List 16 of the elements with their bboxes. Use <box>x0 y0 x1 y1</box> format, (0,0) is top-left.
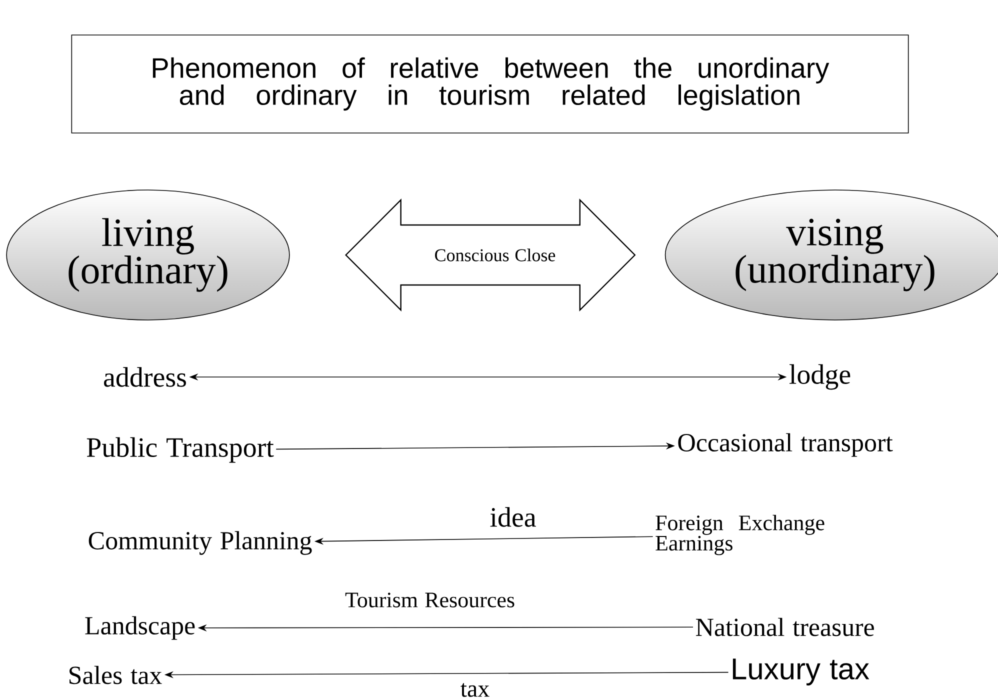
node-label: Community Planning <box>88 531 312 555</box>
edge-label: tax <box>459 682 491 698</box>
title-box: Phenomenon of relative between the unordinary and ordinary in tourism related legislation <box>71 34 909 134</box>
node-label: Sales tax <box>70 666 162 684</box>
node-label: Foreign Exchange Earnings <box>656 514 824 556</box>
node-label: lodge <box>789 364 850 390</box>
node-label: Luxury tax <box>732 658 870 686</box>
node-label: Occasional transport <box>678 433 893 457</box>
node-label: Landscape <box>85 616 195 640</box>
node-label: National treasure <box>696 618 874 636</box>
edge-label: Tourism Resources <box>344 592 516 608</box>
edge-label: Conscious Close <box>433 248 557 262</box>
edge-label: idea <box>488 506 538 528</box>
ellipse-node: living (ordinary) <box>6 190 290 320</box>
node-label: Public Transport <box>86 437 274 463</box>
node-label: address <box>104 367 186 387</box>
